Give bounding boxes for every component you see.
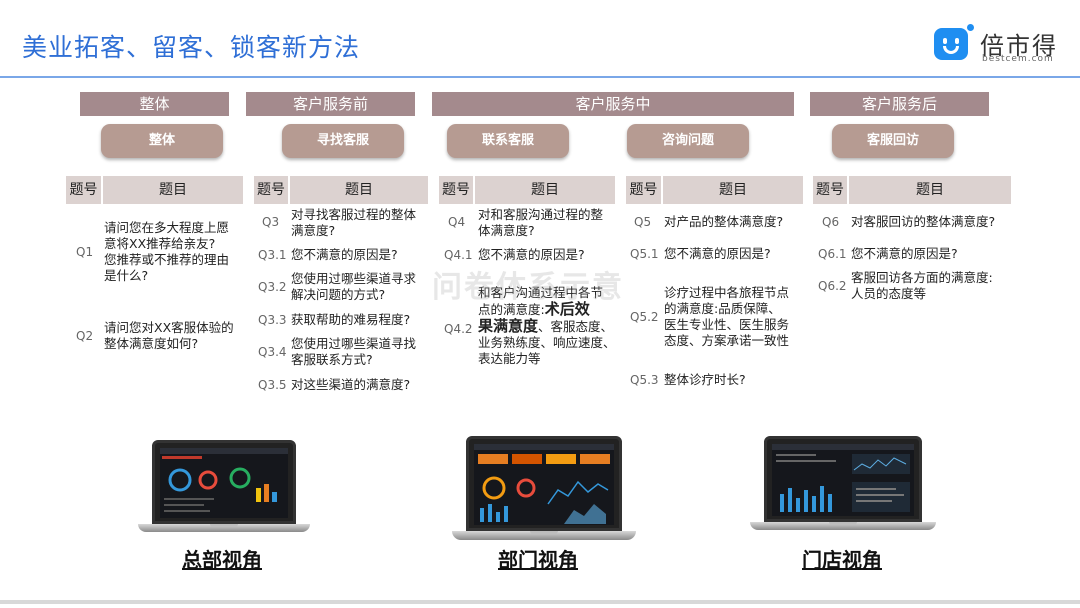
question-text: 对这些渠道的满意度? xyxy=(291,377,411,392)
brand-logo: 倍市得 bestcem.com xyxy=(934,24,1066,68)
question-id: Q3 xyxy=(262,215,280,229)
question-text: 您不满意的原因是? xyxy=(664,246,771,261)
title-divider xyxy=(0,76,1080,78)
question-id: Q3.4 xyxy=(258,345,287,359)
view-label-department: 部门视角 xyxy=(498,548,578,572)
question-text: 对客服回访的整体满意度? xyxy=(851,214,996,229)
question-text: 您使用过哪些渠道寻求解决问题的方式? xyxy=(291,271,417,302)
phase-before-service: 客户服务前 xyxy=(246,92,415,116)
watermark: 问卷体系示意 xyxy=(432,270,624,305)
table-header: 题号 题目 xyxy=(66,176,243,204)
dashboard-screenshot xyxy=(474,444,614,525)
question-text: 请问您在多大程度上愿意将XX推荐给亲友?您推荐或不推荐的理由是什么? xyxy=(104,220,230,283)
question-text: 您使用过哪些渠道寻找客服联系方式? xyxy=(291,336,417,367)
brand-url: bestcem.com xyxy=(982,54,1054,64)
header-topic: 题目 xyxy=(916,182,944,198)
question-text: 客服回访各方面的满意度:人员的态度等 xyxy=(851,270,993,301)
question-text: 您不满意的原因是? xyxy=(851,246,958,261)
view-label-hq: 总部视角 xyxy=(182,548,262,572)
table-header: 题号 题目 xyxy=(626,176,803,204)
dashboard-screenshot xyxy=(160,448,288,518)
question-text: 对产品的整体满意度? xyxy=(664,214,784,229)
question-text: 您不满意的原因是? xyxy=(478,247,585,262)
header-topic: 题目 xyxy=(719,182,747,198)
question-id: Q5.1 xyxy=(630,247,659,261)
header-num: 题号 xyxy=(626,176,663,204)
phase-during-service: 客户服务中 xyxy=(432,92,794,116)
laptop-department xyxy=(452,436,636,540)
question-id: Q4.2 xyxy=(444,322,473,336)
page-title: 美业拓客、留客、锁客新方法 xyxy=(22,33,361,62)
header-topic: 题目 xyxy=(159,182,187,198)
question-id: Q3.1 xyxy=(258,248,287,262)
footer-divider xyxy=(0,600,1080,604)
question-id: Q6.2 xyxy=(818,279,847,293)
phase-overall: 整体 xyxy=(80,92,229,116)
phase-after-service: 客户服务后 xyxy=(810,92,989,116)
question-id: Q3.5 xyxy=(258,378,287,392)
view-label-store: 门店视角 xyxy=(802,548,882,572)
pill-overall: 整体 xyxy=(101,124,223,158)
question-id: Q4.1 xyxy=(444,248,473,262)
table-header: 题号 题目 xyxy=(439,176,615,204)
header-topic: 题目 xyxy=(345,182,373,198)
question-id: Q5.3 xyxy=(630,373,659,387)
pill-revisit: 客服回访 xyxy=(832,124,954,158)
question-text: 对寻找客服过程的整体满意度? xyxy=(291,207,417,238)
question-text: 和客户沟通过程中各节 点的满意度:术后效 果满意度、客服态度、 业务熟练度、响应… xyxy=(478,285,616,366)
question-id: Q4 xyxy=(448,215,466,229)
laptop-hq xyxy=(138,440,310,532)
table-header: 题号 题目 xyxy=(254,176,428,204)
question-text: 请问您对XX客服体验的整体满意度如何? xyxy=(104,320,234,351)
question-text: 您不满意的原因是? xyxy=(291,247,398,262)
pill-contact-service: 联系客服 xyxy=(447,124,569,158)
question-id: Q5.2 xyxy=(630,310,659,324)
question-text: 诊疗过程中各旅程节点的满意度:品质保障、医生专业性、医生服务态度、方案承诺一致性 xyxy=(664,285,790,348)
question-text: 整体诊疗时长? xyxy=(664,372,746,387)
question-id: Q5 xyxy=(634,215,652,229)
header-num: 题号 xyxy=(66,176,103,204)
question-id: Q6.1 xyxy=(818,247,847,261)
brand-name: 倍市得 xyxy=(980,32,1058,60)
pill-find-service: 寻找客服 xyxy=(282,124,404,158)
smiley-icon xyxy=(934,28,968,60)
question-id: Q1 xyxy=(76,245,94,259)
question-id: Q6 xyxy=(822,215,840,229)
header-topic: 题目 xyxy=(531,182,559,198)
question-id: Q3.2 xyxy=(258,280,287,294)
header-num: 题号 xyxy=(439,176,475,204)
question-id: Q2 xyxy=(76,329,94,343)
question-text: 获取帮助的难易程度? xyxy=(291,312,411,327)
dashboard-screenshot xyxy=(772,444,914,516)
laptop-store xyxy=(750,436,936,530)
header-num: 题号 xyxy=(254,176,290,204)
question-text: 对和客服沟通过程的整体满意度? xyxy=(478,207,604,238)
question-id: Q3.3 xyxy=(258,313,287,327)
header-num: 题号 xyxy=(813,176,849,204)
pill-consult: 咨询问题 xyxy=(627,124,749,158)
table-header: 题号 题目 xyxy=(813,176,1011,204)
